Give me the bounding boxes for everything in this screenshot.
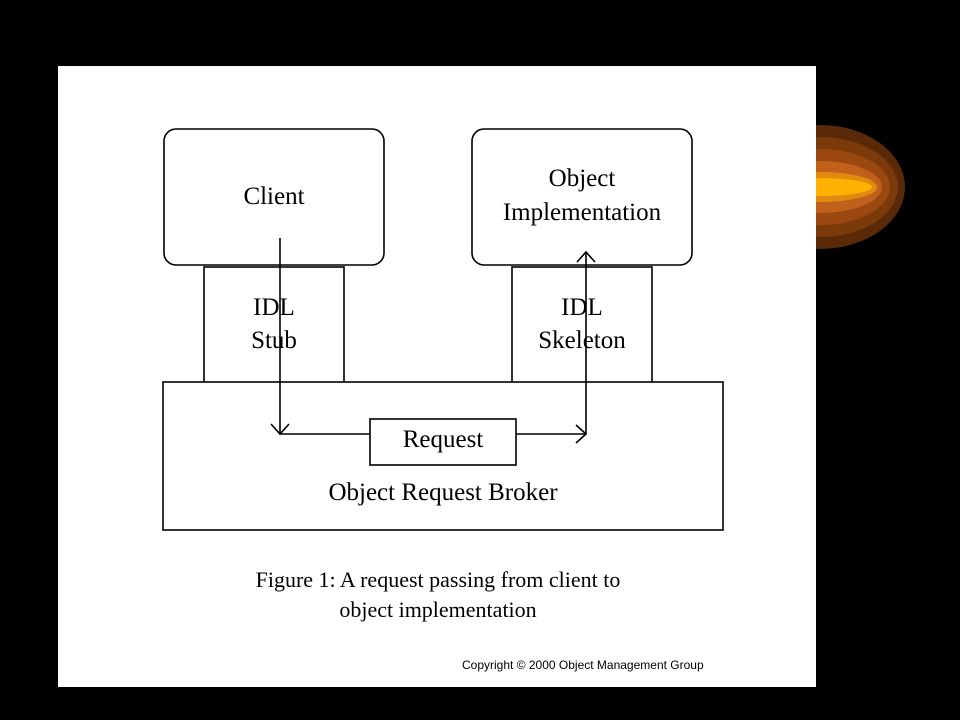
request-label: Request [402,426,484,453]
client-label: Client [243,183,305,210]
figure-panel: Client Object Implementation IDL Stub ID… [58,66,816,687]
orb-label: Object Request Broker [328,479,558,506]
figure-caption-line2: object implementation [339,597,537,622]
idl-skeleton-label: IDL Skeleton [538,294,626,354]
object-implementation-label: Object Implementation [502,165,662,226]
object-implementation-box [471,128,693,266]
figure-caption-line1: Figure 1: A request passing from client … [255,567,621,592]
idl-stub-label: IDL Stub [251,294,297,354]
client-box [163,128,385,266]
request-box [369,418,517,466]
orb-diagram [162,128,724,531]
copyright-notice: Copyright © 2000 Object Management Group [462,658,704,672]
arrowhead-up [576,250,596,263]
